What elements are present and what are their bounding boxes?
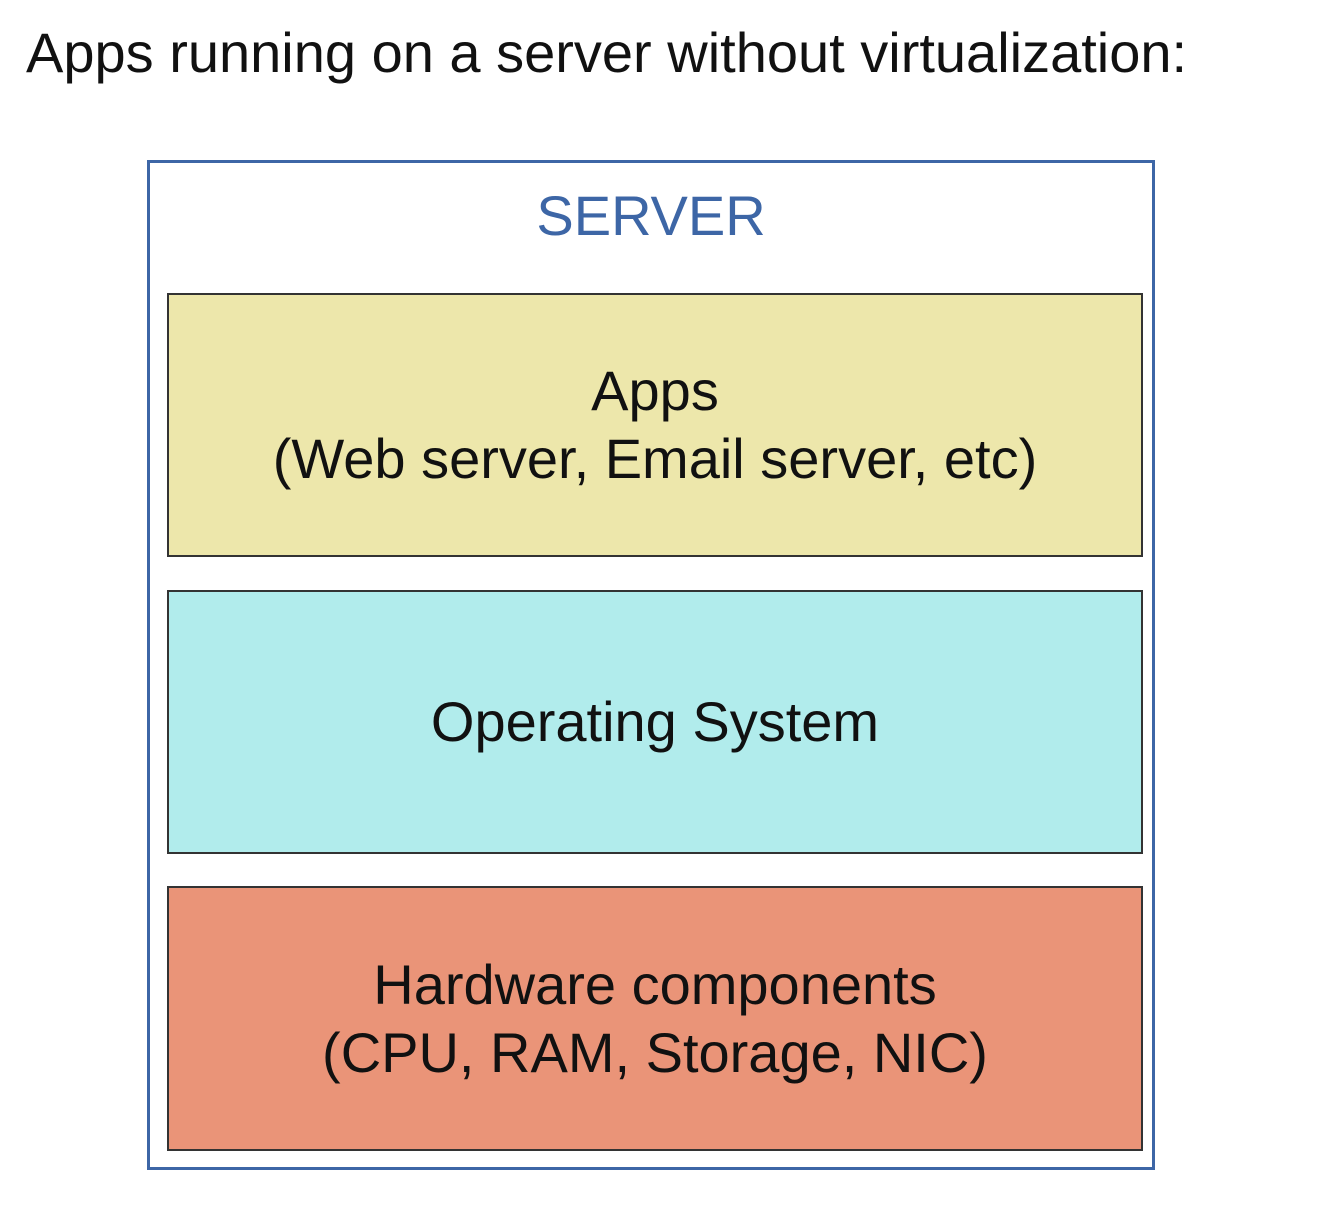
- operating-system-layer: Operating System: [167, 590, 1143, 854]
- hardware-layer-title: Hardware components: [373, 952, 937, 1016]
- hardware-layer-detail: (CPU, RAM, Storage, NIC): [322, 1020, 988, 1084]
- apps-layer: Apps (Web server, Email server, etc): [167, 293, 1143, 557]
- apps-layer-detail: (Web server, Email server, etc): [272, 427, 1038, 490]
- apps-layer-title: Apps: [591, 359, 719, 422]
- server-label: SERVER: [536, 184, 766, 247]
- operating-system-layer-title: Operating System: [430, 690, 880, 753]
- hardware-layer: Hardware components (CPU, RAM, Storage, …: [167, 886, 1143, 1151]
- server-box: SERVER Apps (Web server, Email server, e…: [147, 160, 1155, 1170]
- diagram-title: Apps running on a server without virtual…: [26, 21, 1188, 84]
